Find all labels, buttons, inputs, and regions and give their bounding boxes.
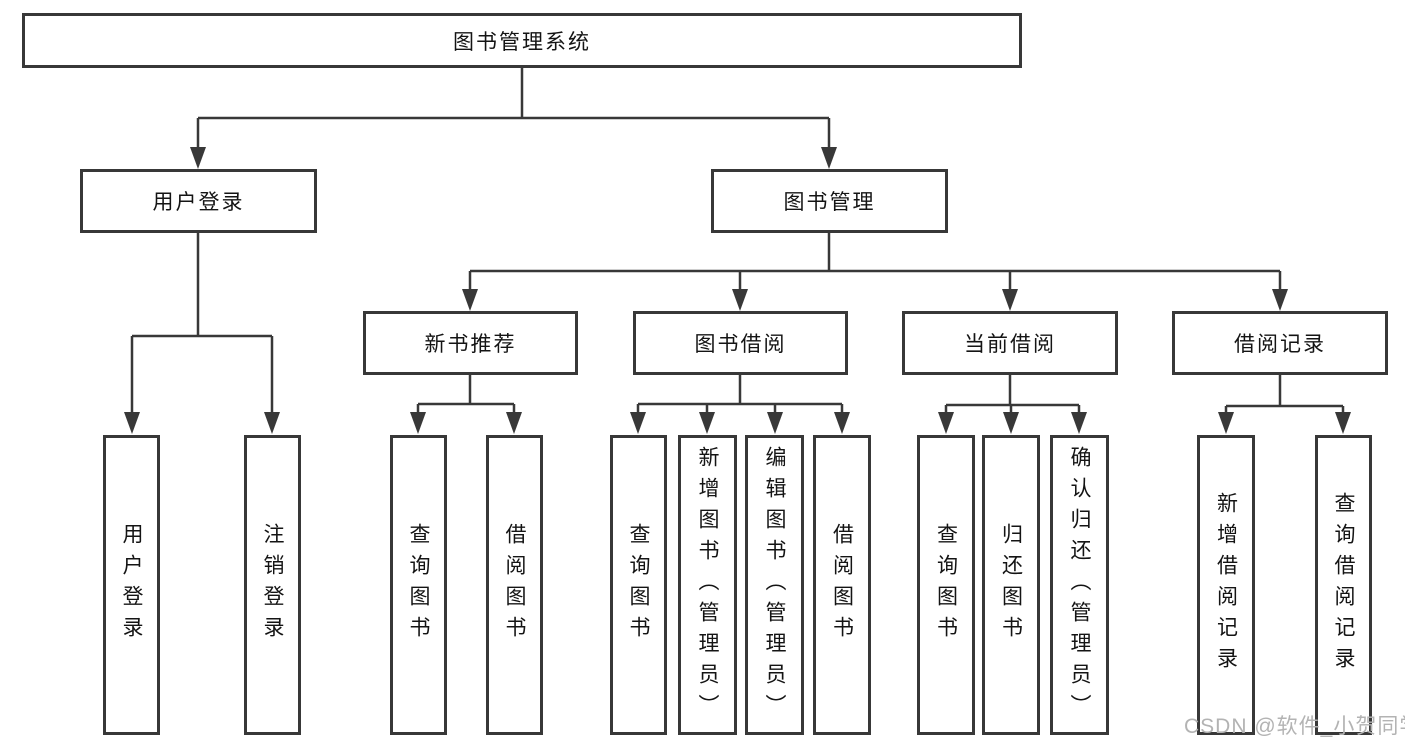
node-root: 图书管理系统 [22,13,1022,68]
node-borrowing-records: 借阅记录 [1172,311,1388,375]
leaf-borrow-books: 借阅图书 [813,435,871,735]
leaf-return-books: 归还图书 [982,435,1040,735]
leaf-user-login: 用户登录 [103,435,160,735]
leaf-add-books-admin: 新增图书（管理员） [678,435,737,735]
leaf-query-books-borrowing: 查询图书 [610,435,667,735]
leaf-logout: 注销登录 [244,435,301,735]
leaf-query-books-recommend: 查询图书 [390,435,447,735]
node-book-borrowing: 图书借阅 [633,311,848,375]
leaf-confirm-return-admin: 确认归还（管理员） [1050,435,1109,735]
leaf-query-books-current: 查询图书 [917,435,975,735]
node-user-login: 用户登录 [80,169,317,233]
leaf-edit-books-admin: 编辑图书（管理员） [745,435,804,735]
node-current-borrowing: 当前借阅 [902,311,1118,375]
node-new-book-recommendation: 新书推荐 [363,311,578,375]
watermark: CSDN @软件_小贺同学 [1184,715,1405,738]
leaf-add-borrow-record: 新增借阅记录 [1197,435,1255,735]
leaf-borrow-books-recommend: 借阅图书 [486,435,543,735]
leaf-query-borrow-record: 查询借阅记录 [1315,435,1372,735]
node-book-management: 图书管理 [711,169,948,233]
